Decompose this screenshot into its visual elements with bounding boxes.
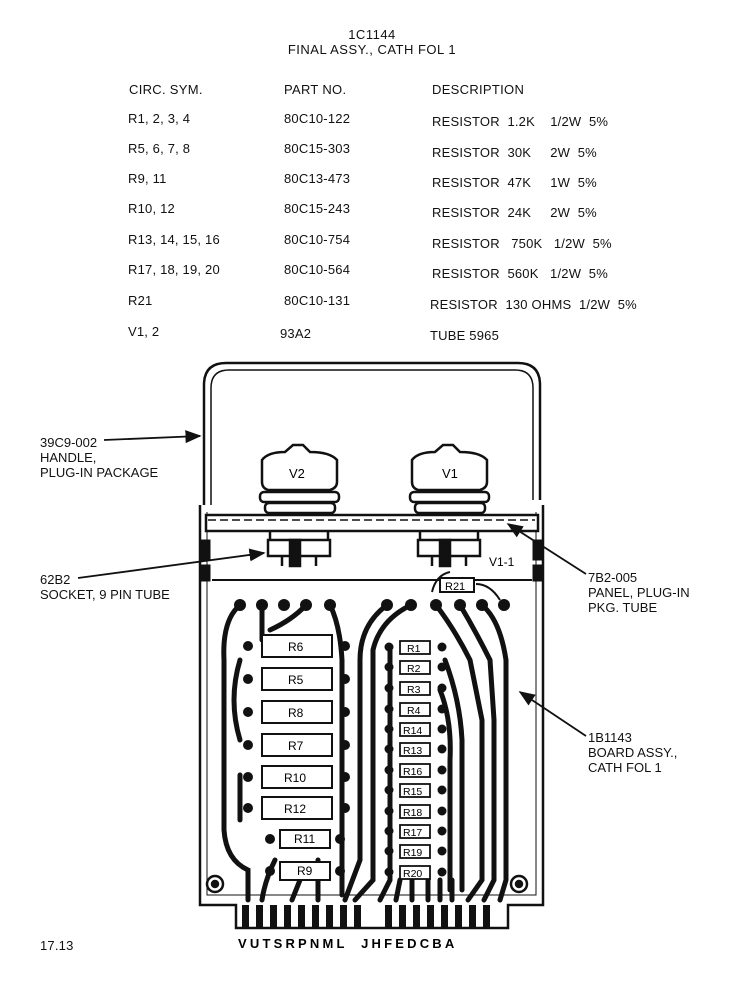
row-symbol: R9, 11	[128, 171, 167, 186]
edge-connector-letters: VUTSRPNML JHFEDCBA	[238, 936, 457, 951]
row-symbol: R5, 6, 7, 8	[128, 141, 191, 156]
leader-board	[518, 691, 587, 737]
row-part-no: 93A2	[280, 326, 312, 341]
resistor-label-r17: R17	[403, 827, 422, 839]
resistor-label-r7: R7	[288, 739, 304, 753]
r21-label: R21	[445, 581, 465, 593]
resistor-label-r6: R6	[288, 640, 304, 654]
row-description: RESISTOR 24K 2W 5%	[432, 205, 597, 220]
resistor-label-r18: R18	[403, 807, 422, 819]
resistor-label-r19: R19	[403, 847, 422, 859]
row-part-no: 80C10-564	[284, 262, 351, 277]
resistor-label-r4: R4	[407, 705, 421, 717]
resistor-label-r13: R13	[403, 745, 422, 757]
resistor-label-r8: R8	[288, 706, 304, 720]
resistor-label-r20: R20	[403, 868, 422, 880]
header-circ-sym: CIRC. SYM.	[129, 82, 203, 97]
row-description: RESISTOR 47K 1W 5%	[432, 175, 597, 190]
left-traces	[221, 602, 414, 903]
left-resistors	[261, 634, 333, 881]
resistor-label-r11: R11	[294, 832, 315, 846]
row-description: RESISTOR 30K 2W 5%	[432, 145, 597, 160]
leader-panel	[506, 523, 587, 575]
row-symbol: R21	[128, 293, 153, 308]
row-part-no: 80C15-243	[284, 201, 351, 216]
resistor-label-r10: R10	[284, 771, 306, 785]
top-pads	[234, 599, 510, 611]
edge-connector	[242, 905, 490, 927]
row-part-no: 80C10-131	[284, 293, 351, 308]
right-resistors	[399, 640, 431, 880]
tube-label-v2: V2	[289, 466, 305, 481]
resistor-label-r16: R16	[403, 766, 422, 778]
header-description: DESCRIPTION	[432, 82, 525, 97]
callout-socket: 62B2 SOCKET, 9 PIN TUBE	[40, 572, 170, 602]
row-symbol: R17, 18, 19, 20	[128, 262, 220, 277]
callout-board: 1B1143 BOARD ASSY., CATH FOL 1	[588, 730, 678, 775]
resistor-label-r5: R5	[288, 673, 304, 687]
handle	[202, 361, 542, 505]
resistor-label-r14: R14	[403, 725, 422, 737]
tube-v1	[408, 443, 491, 568]
page-number: 17.13	[40, 938, 74, 953]
left-resistor-pads	[243, 641, 350, 876]
resistor-label-r2: R2	[407, 663, 421, 675]
row-part-no: 80C15-303	[284, 141, 351, 156]
drawing-number: 1C1144	[348, 27, 396, 42]
drawing-title: FINAL ASSY., CATH FOL 1	[287, 42, 457, 57]
row-description: TUBE 5965	[430, 328, 500, 343]
resistor-label-r12: R12	[284, 802, 306, 816]
leader-socket	[77, 548, 266, 579]
row-part-no: 80C10-122	[284, 111, 351, 126]
leader-handle	[103, 430, 202, 444]
row-description: RESISTOR 750K 1/2W 5%	[432, 236, 612, 251]
callout-handle: 39C9-002 HANDLE, PLUG-IN PACKAGE	[40, 435, 159, 480]
header-part-no: PART NO.	[284, 82, 347, 97]
right-traces	[377, 602, 509, 903]
resistor-label-r3: R3	[407, 684, 421, 696]
resistor-label-r1: R1	[407, 643, 421, 655]
panel	[199, 513, 544, 582]
row-part-no: 80C10-754	[284, 232, 351, 247]
row-part-no: 80C13-473	[284, 171, 351, 186]
row-symbol: V1, 2	[128, 324, 160, 339]
row-description: RESISTOR 560K 1/2W 5%	[432, 266, 608, 281]
right-resistor-pads	[384, 642, 447, 877]
row-description: RESISTOR 130 OHMS 1/2W 5%	[430, 297, 637, 312]
tube-label-v1: V1	[442, 466, 458, 481]
tube-v2	[258, 443, 341, 568]
pin-label-v1-1: V1-1	[489, 555, 515, 569]
row-description: RESISTOR 1.2K 1/2W 5%	[432, 114, 609, 129]
row-symbol: R1, 2, 3, 4	[128, 111, 191, 126]
resistor-label-r15: R15	[403, 786, 422, 798]
row-symbol: R10, 12	[128, 201, 175, 216]
callout-panel: 7B2-005 PANEL, PLUG-IN PKG. TUBE	[588, 570, 690, 615]
resistor-label-r9: R9	[297, 864, 313, 878]
row-symbol: R13, 14, 15, 16	[128, 232, 220, 247]
